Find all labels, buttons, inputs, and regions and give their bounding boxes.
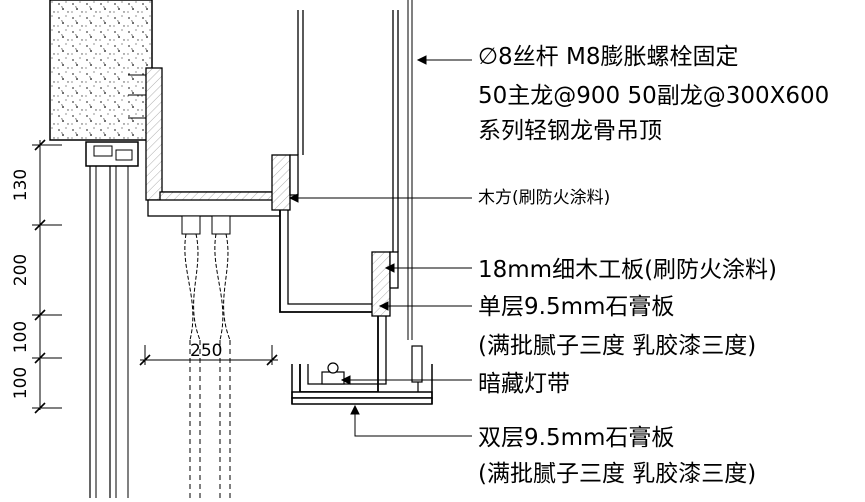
curtain-width-dimension [139, 345, 278, 366]
note-double-gypsum: 双层9.5mm石膏板 [478, 425, 675, 451]
note-keel-spacing: 50主龙@900 50副龙@300X600 [478, 83, 830, 109]
light-strip [321, 345, 423, 392]
dimension-250: 250 [190, 341, 223, 361]
note-double-gypsum-finish: (满批腻子三度 乳胶漆三度) [478, 461, 757, 487]
hanger-rods [407, 0, 413, 340]
note-hidden-light: 暗藏灯带 [478, 371, 570, 397]
note-wood-batten: 木方(刷防火涂料) [478, 188, 611, 208]
concrete-beam [49, 0, 153, 141]
ceiling-step-1 [271, 10, 378, 313]
leader-lines [288, 55, 472, 437]
curtain-box [145, 67, 281, 217]
note-keel-system: 系列轻钢龙骨吊顶 [478, 118, 662, 144]
note-hanger-rod: ∅8丝杆 M8膨胀螺栓固定 [478, 44, 739, 70]
note-single-gypsum-finish: (满批腻子三度 乳胶漆三度) [478, 333, 757, 359]
dimension-100-lower: 100 [11, 366, 31, 400]
dimension-100-upper: 100 [11, 320, 31, 354]
curtain-track [181, 215, 231, 498]
double-gypsum-ceiling [291, 364, 433, 405]
note-single-gypsum: 单层9.5mm石膏板 [478, 294, 675, 320]
note-blockboard: 18mm细木工板(刷防火涂料) [478, 257, 778, 283]
ceiling-step-2 [299, 10, 399, 393]
dimension-130: 130 [11, 168, 31, 202]
dimension-200: 200 [11, 253, 31, 287]
window-frame [85, 141, 139, 498]
left-dimension-chain [32, 139, 62, 414]
